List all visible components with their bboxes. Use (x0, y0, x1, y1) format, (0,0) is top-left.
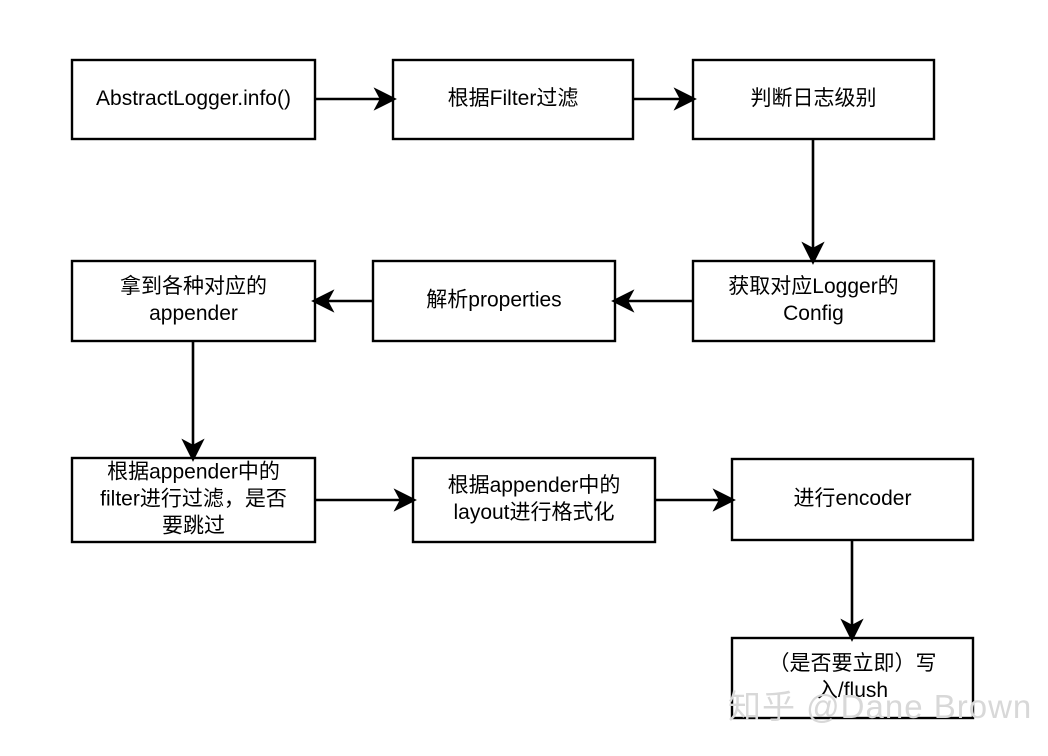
node-box-appender-layout-format (411, 456, 657, 544)
node-label-get-appenders: 拿到各种对应的 (120, 274, 267, 298)
node-label-abstract-logger-info: AbstractLogger.info() (96, 87, 291, 110)
node-judge-log-level[interactable]: 判断日志级别 (691, 58, 936, 141)
node-box-write-flush (730, 636, 975, 720)
node-box-appender-filter-skip (70, 456, 317, 544)
node-label-appender-filter-skip: 要跳过 (162, 515, 225, 538)
node-abstract-logger-info[interactable]: AbstractLogger.info() (70, 58, 317, 141)
node-get-appenders[interactable]: 拿到各种对应的 appender (70, 259, 317, 343)
node-label-get-logger-config: 获取对应Logger的 (728, 275, 898, 298)
edges-layer (181, 87, 864, 642)
node-filter-by-filter[interactable]: 根据Filter过滤 (391, 58, 635, 141)
node-label-appender-layout-format: layout进行格式化 (453, 501, 614, 524)
node-label-write-flush: （是否要立即）写 (769, 652, 937, 675)
node-box-abstract-logger-info (70, 58, 317, 141)
node-label-appender-filter-skip: 根据appender中的 (107, 461, 280, 484)
node-parse-properties[interactable]: 解析properties (371, 259, 617, 343)
node-do-encoder[interactable]: 进行encoder (730, 457, 975, 542)
nodes-layer: AbstractLogger.info()根据Filter过滤判断日志级别获取对… (70, 58, 975, 720)
node-label-do-encoder: 进行encoder (794, 487, 912, 510)
node-appender-layout-format[interactable]: 根据appender中的 layout进行格式化 (411, 456, 657, 544)
node-box-get-logger-config (691, 259, 936, 343)
node-box-get-appenders (70, 259, 317, 343)
node-label-judge-log-level: 判断日志级别 (751, 87, 877, 110)
node-label-appender-layout-format: 根据appender中的 (448, 474, 621, 497)
node-write-flush[interactable]: （是否要立即）写入/flush (730, 636, 975, 720)
node-label-parse-properties: 解析properties (426, 289, 561, 312)
node-label-appender-filter-skip: filter进行过滤，是否 (100, 488, 287, 511)
watermark-zhihu: 知乎 @Dane Brown (728, 688, 1032, 725)
node-get-logger-config[interactable]: 获取对应Logger的 Config (691, 259, 936, 343)
node-label-filter-by-filter: 根据Filter过滤 (448, 87, 579, 110)
node-box-judge-log-level (691, 58, 936, 141)
node-label-get-appenders: appender (149, 302, 238, 325)
node-box-filter-by-filter (391, 58, 635, 141)
node-label-write-flush: 入/flush (817, 679, 888, 702)
node-label-get-logger-config: Config (783, 302, 844, 325)
